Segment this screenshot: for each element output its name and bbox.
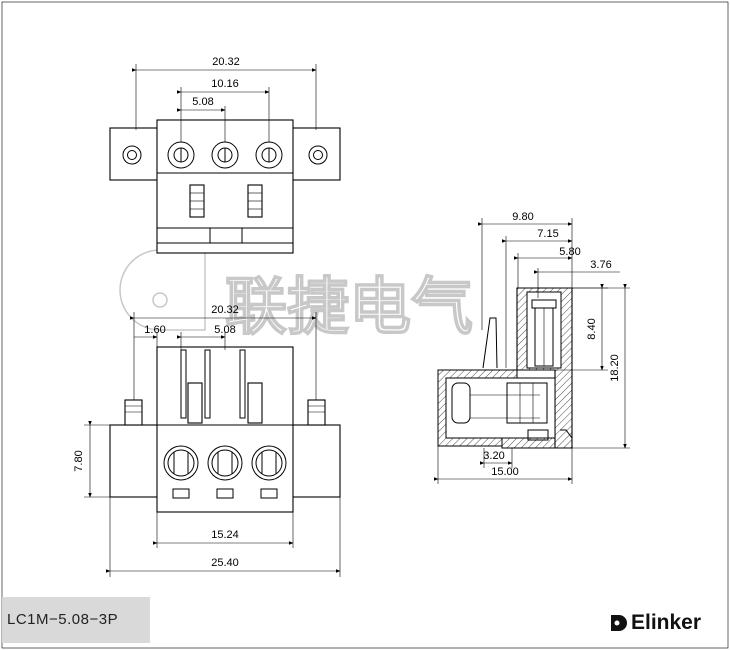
dim-front-overall: 20.32 [211,304,239,316]
side-view-dimensions: 9.80 7.15 5.80 3.76 8.40 18.20 3.20 15.0… [433,211,630,484]
dim-side-h: 15.00 [491,466,519,478]
dim-side-f: 18.20 [609,354,621,382]
side-view [437,287,573,449]
front-view [109,346,341,513]
top-view-dimensions: 20.32 10.16 5.08 [131,56,317,142]
dim-side-c: 5.80 [559,246,580,258]
dim-side-a: 9.80 [512,211,533,223]
model-label: LC1M−5.08−3P [2,597,150,643]
dim-side-g: 3.20 [483,450,504,462]
dim-top-overall: 20.32 [212,56,240,68]
watermark-text: 联捷电气 [225,270,473,343]
brand-name: Elinker [631,611,702,634]
brand-mark-icon [611,615,627,631]
dim-side-b: 7.15 [537,228,558,240]
dim-front-offset: 1.60 [144,324,165,336]
dim-side-e: 8.40 [586,318,598,339]
dim-front-total-width: 25.40 [211,557,239,569]
dim-side-d: 3.76 [590,259,611,271]
front-view-dimensions: 20.32 1.60 5.08 7.80 15.24 25.40 [73,304,341,577]
dim-top-pitch: 5.08 [192,96,213,108]
brand-logo: Elinker [610,611,701,635]
dim-front-height: 7.80 [73,450,85,471]
watermark: 联捷电气 [119,249,474,344]
dim-front-pitch: 5.08 [214,324,235,336]
dim-top-mid: 10.16 [211,78,239,90]
dim-front-body-width: 15.24 [211,529,239,541]
